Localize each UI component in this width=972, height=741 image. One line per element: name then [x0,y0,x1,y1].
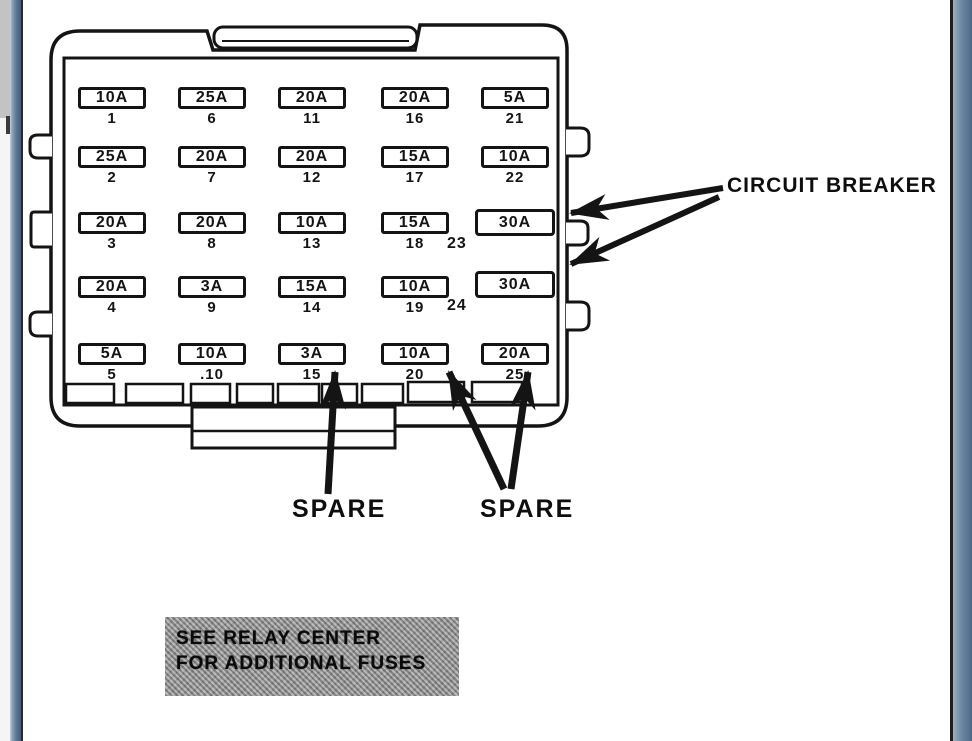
fuse-12: 20A [278,146,346,168]
fuse-3: 20A [78,212,146,234]
fuse-4: 20A [78,276,146,298]
left-scrollbar[interactable] [10,0,23,741]
fuse-25: 20A [481,343,549,365]
fuse-number-label-23: 23 [447,235,467,252]
spare-arrow-fuse25 [507,370,536,490]
fuse-14: 15A [278,276,346,298]
left-tab-2 [29,210,52,249]
right-tab-2 [566,219,590,247]
left-gutter [0,0,10,741]
circuit-breaker-arrow-lower [569,194,721,267]
fuse-20: 10A [381,343,449,365]
fuse-10: 10A [178,343,246,365]
fuse-18: 15A [381,212,449,234]
relay-note-line1: SEE RELAY CENTER [176,628,381,649]
fuse-8: 20A [178,212,246,234]
left-tab-3 [28,310,52,338]
right-scrollbar[interactable] [950,0,972,741]
fuse-9: 3A [178,276,246,298]
left-gutter-notch [6,116,10,134]
fuse-number-label-21: 21 [505,110,525,127]
fuse-6: 25A [178,87,246,109]
fuse-number-label-15: 15 [302,366,322,383]
fuse-number-label-9: 9 [207,299,217,316]
spare-left-label: SPARE [292,495,387,523]
left-tab-1 [28,133,52,160]
fuse-11: 20A [278,87,346,109]
fuse-number-label-10: .10 [200,366,224,383]
fuse-number-label-1: 1 [107,110,117,127]
fuse-22: 10A [481,146,549,168]
fuse-number-label-12: 12 [302,169,322,186]
fuse-number-label-14: 14 [302,299,322,316]
fuse-number-label-3: 3 [107,235,117,252]
fuse-number-label-16: 16 [405,110,425,127]
fuse-number-label-19: 19 [405,299,425,316]
right-tab-1 [566,126,591,158]
fuse-13: 10A [278,212,346,234]
fuse-1: 10A [78,87,146,109]
fuse-number-label-22: 22 [505,169,525,186]
fuse-number-label-18: 18 [405,235,425,252]
fuse-number-label-6: 6 [207,110,217,127]
fuse-16: 20A [381,87,449,109]
fuse-number-label-7: 7 [207,169,217,186]
fusebox-outer-outline [49,23,569,428]
relay-note-line2: FOR ADDITIONAL FUSES [176,653,427,674]
fuse-number-label-17: 17 [405,169,425,186]
bottom-connector-block [190,405,397,450]
fusebox-inner-outline [62,56,560,407]
right-tab-3 [566,300,591,332]
fuse-7: 20A [178,146,246,168]
circuit-breaker-23: 30A [475,209,555,236]
spare-arrow-fuse20 [445,370,508,491]
spare-right-label: SPARE [480,495,575,523]
fuse-number-label-20: 20 [405,366,425,383]
fuse-17: 15A [381,146,449,168]
fuse-2: 25A [78,146,146,168]
latch-tab [212,25,419,50]
fuse-15: 3A [278,343,346,365]
fuse-number-label-2: 2 [107,169,117,186]
fuse-number-label-8: 8 [207,235,217,252]
fuse-number-label-24: 24 [447,297,467,314]
fuse-number-label-13: 13 [302,235,322,252]
spare-arrow-fuse15 [319,370,346,495]
circuit-breaker-label: CIRCUIT BREAKER [727,174,937,197]
fuse-21: 5A [481,87,549,109]
fuse-19: 10A [381,276,449,298]
fuse-number-label-4: 4 [107,299,117,316]
circuit-breaker-arrow-upper [569,185,724,220]
fuse-number-label-25: 25 [505,366,525,383]
fuse-number-label-5: 5 [107,366,117,383]
fuse-number-label-11: 11 [303,110,321,127]
fuse-5: 5A [78,343,146,365]
circuit-breaker-24: 30A [475,271,555,298]
relay-note-box: SEE RELAY CENTER FOR ADDITIONAL FUSES [165,617,459,696]
left-gutter-top [0,0,10,118]
